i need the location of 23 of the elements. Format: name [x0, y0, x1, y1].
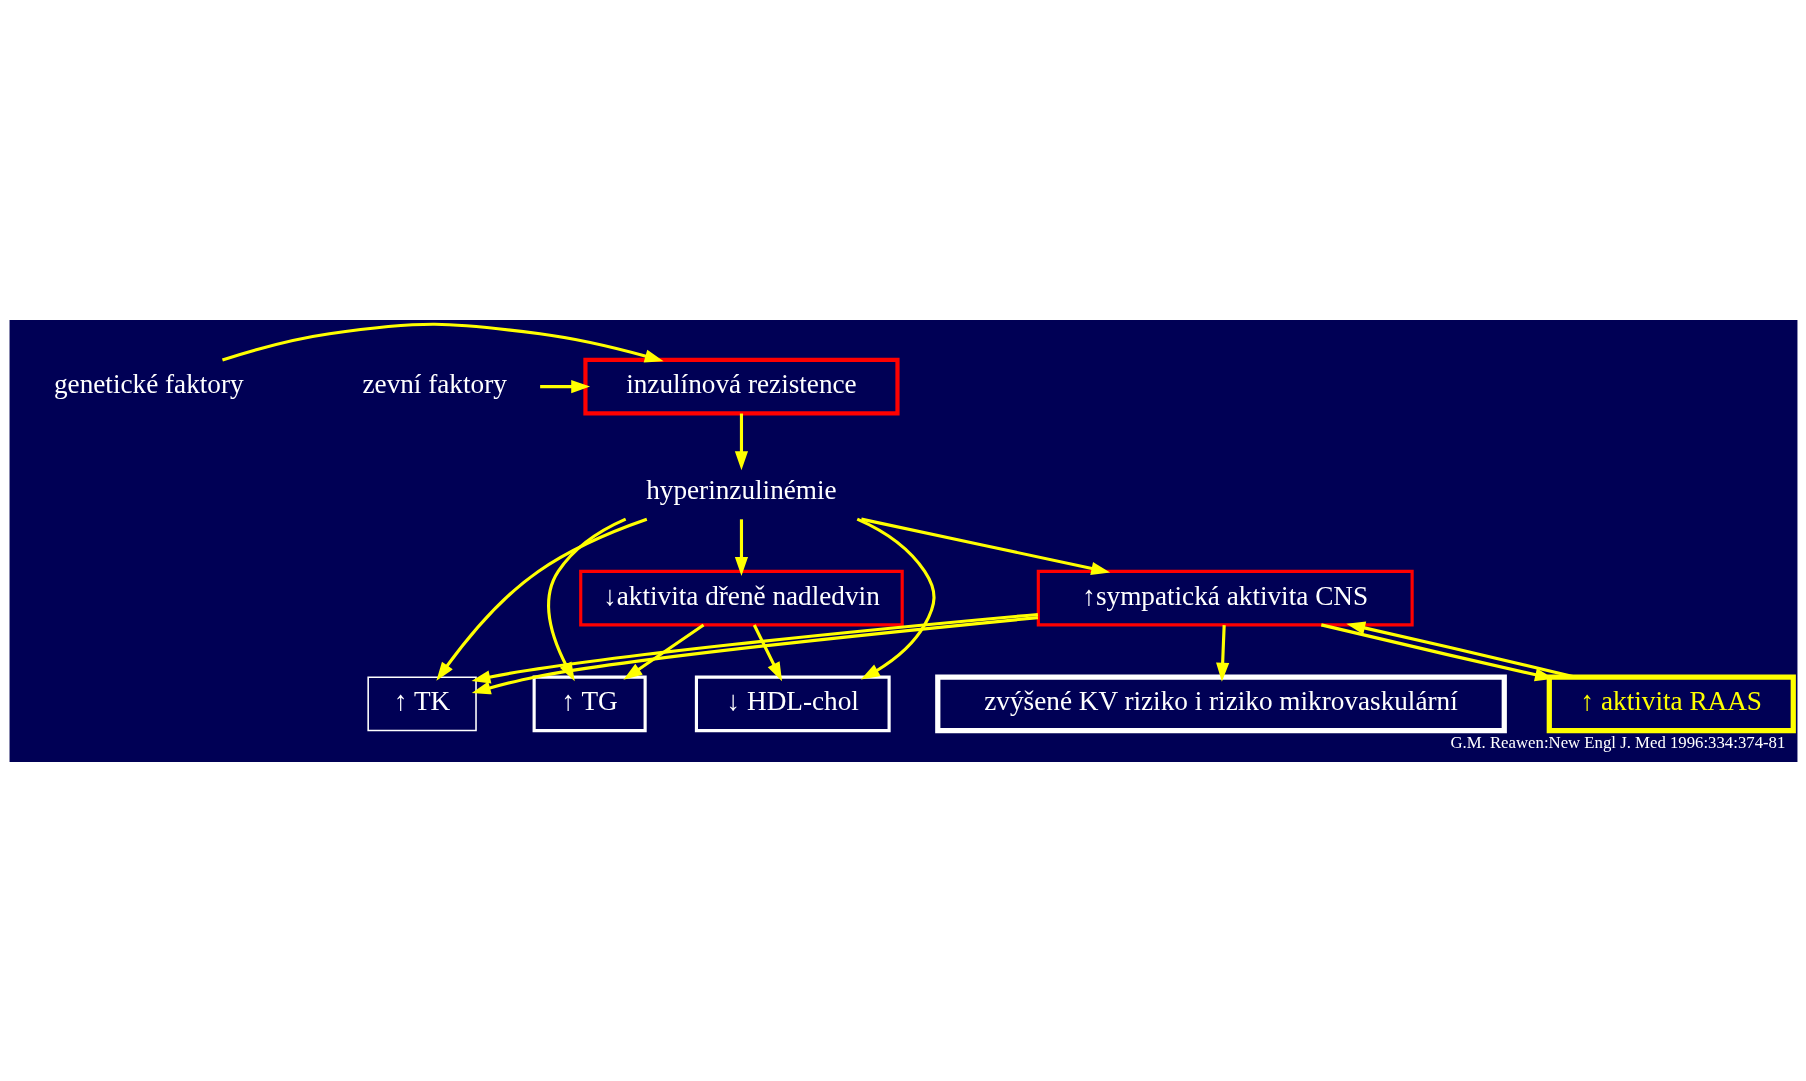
node-box: ↑ aktivita RAAS [1546, 674, 1796, 733]
arrow [860, 517, 1110, 575]
arrow [734, 518, 748, 576]
arrow [221, 322, 664, 362]
arrow [752, 623, 782, 681]
node-box: ↑ TG [532, 675, 647, 732]
arrow [471, 615, 1038, 694]
node-text: hyperinzulinémie [645, 474, 837, 505]
arrow [1345, 621, 1576, 679]
node-text: genetické faktory [53, 368, 244, 399]
node-box: ↓aktivita dřeně nadledvin [578, 569, 904, 626]
node-box: ↑ TK [366, 675, 477, 731]
arrow [539, 379, 590, 393]
caption: G.M. Reawen:New Engl J. Med 1996:334:374-81 [1449, 732, 1785, 752]
node-box: zvýšené KV riziko i riziko mikrovaskulární [934, 674, 1507, 733]
arrow [622, 623, 704, 680]
arrow [1215, 624, 1229, 682]
node-box: inzulínová rezistence [582, 357, 900, 415]
arrow [856, 517, 935, 679]
node-text: zevní faktory [361, 368, 507, 399]
node-box: ↑sympatická aktivita CNS [1036, 569, 1414, 626]
node-box: ↓ HDL-chol [694, 675, 891, 732]
arrow [734, 413, 748, 470]
